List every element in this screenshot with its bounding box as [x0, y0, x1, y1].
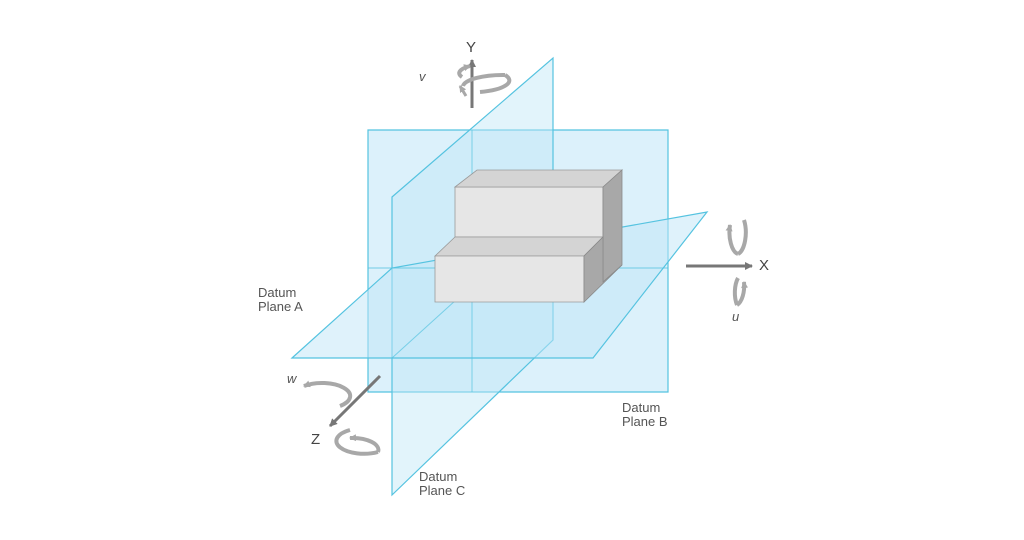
datum-plane-c-label-line1: Datum: [419, 469, 458, 484]
x-axis-label: X: [759, 257, 770, 274]
rotation-v-arrow: [457, 64, 512, 97]
datum-plane-b-label-line1: Datum: [622, 400, 661, 415]
rotation-u-label: u: [732, 309, 740, 324]
rotation-v-label: v: [419, 69, 426, 84]
datum-plane-b-label: Datum Plane B: [622, 401, 668, 429]
rotation-u-arrow: [725, 219, 749, 307]
rotation-w-label: w: [287, 371, 297, 386]
datum-plane-a-label-line2: Plane A: [258, 299, 303, 314]
datum-plane-b-label-line2: Plane B: [622, 414, 668, 429]
z-axis-label: Z: [311, 431, 321, 448]
z-axis-arrow: [328, 374, 382, 428]
datum-plane-a-label-line1: Datum: [258, 285, 297, 300]
datum-plane-c-label-line2: Plane C: [419, 483, 466, 498]
y-axis-label: Y: [466, 39, 477, 56]
datum-plane-a-label: Datum Plane A: [258, 286, 303, 314]
datum-plane-c-label: Datum Plane C: [419, 470, 465, 498]
stepped-block: [433, 169, 624, 303]
rotation-w-arrow: [303, 380, 381, 456]
